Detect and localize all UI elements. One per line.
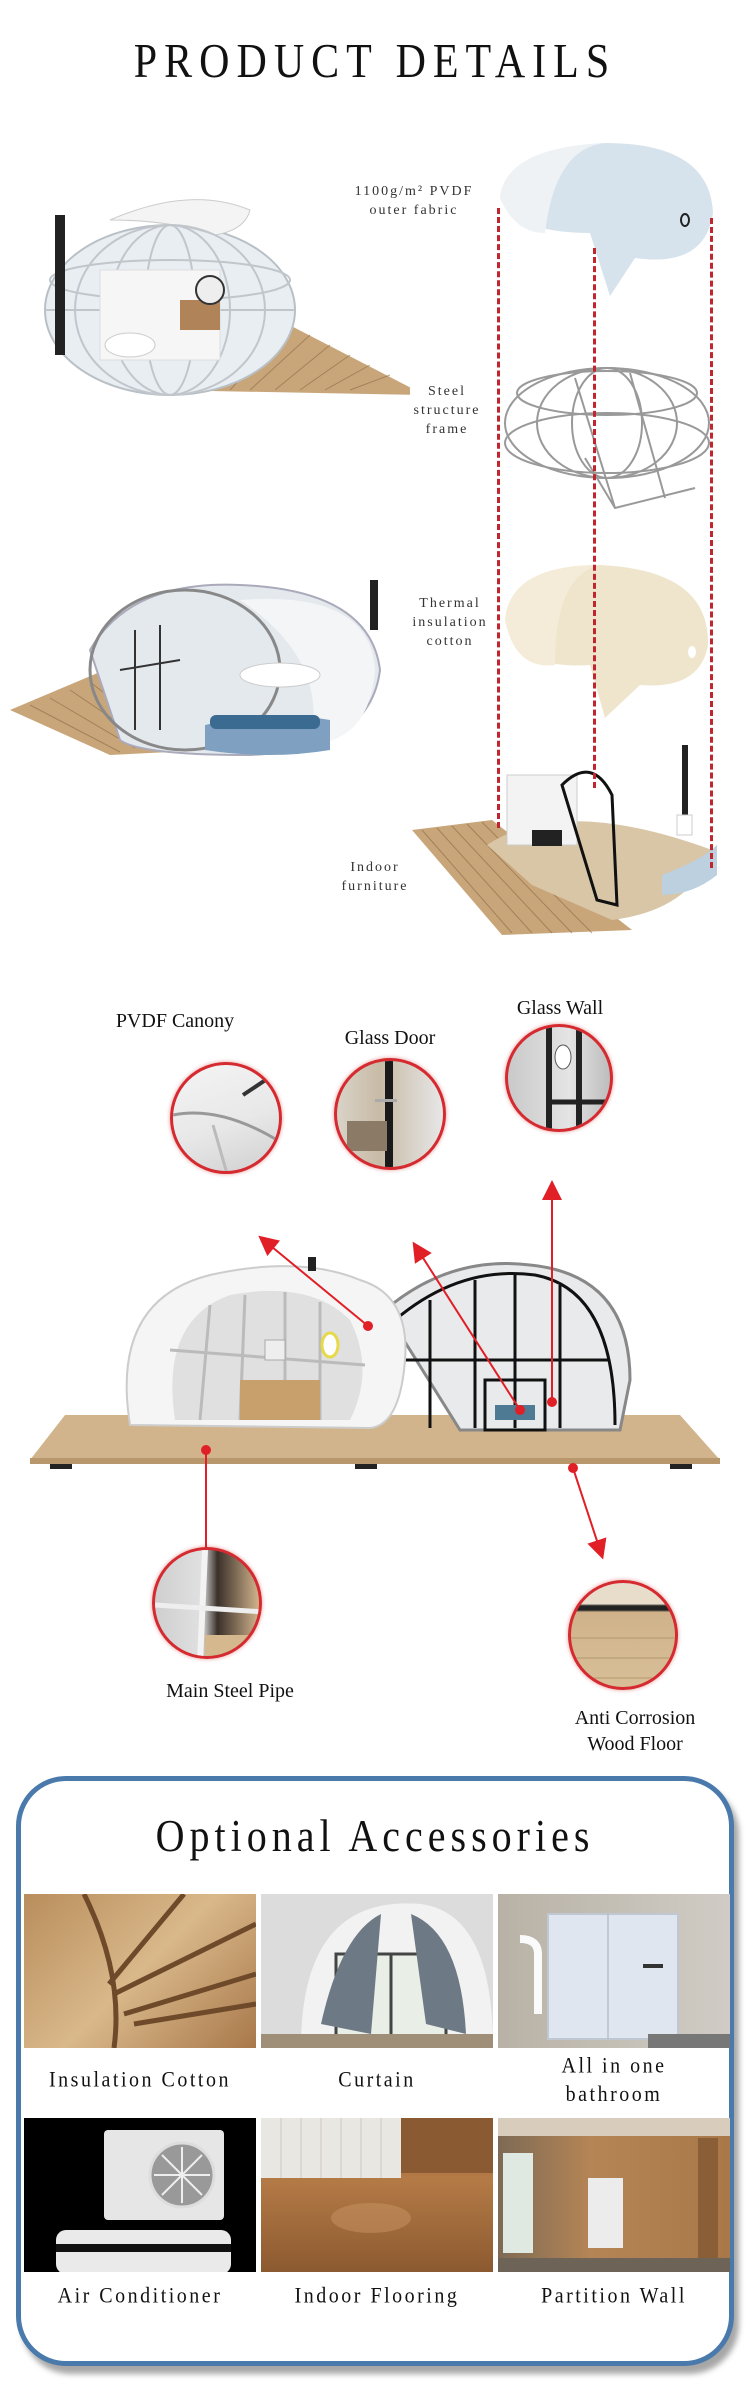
floor-detail-icon — [571, 1637, 675, 1679]
layer-label-insulation: Thermal insulation cotton — [412, 596, 488, 649]
callout-label-wood-floor: Anti Corrosion Wood Floor — [574, 1707, 696, 1755]
accessory-label-partition-wall: Partition Wall — [541, 2283, 687, 2309]
page-title: PRODUCT DETAILS — [133, 35, 617, 89]
furniture-base-illustration — [412, 735, 727, 935]
accessories-title: Optional Accessories — [155, 1809, 595, 1862]
furniture-base-icon — [412, 745, 717, 935]
callout-label-main-steel-pipe: Main Steel Pipe — [166, 1680, 294, 1702]
zoom-circle-wood-floor — [568, 1580, 678, 1690]
accessory-label-indoor-flooring: Indoor Flooring — [294, 2283, 460, 2309]
outer-fabric-shell-illustration — [495, 138, 720, 298]
accessory-image-curtain — [261, 1894, 493, 2048]
accessory-image-partition-wall — [498, 2118, 730, 2272]
air-conditioner-icon — [56, 2130, 231, 2272]
guide-line-right — [710, 218, 713, 868]
bathroom-icon — [519, 1913, 730, 2048]
layer-label-outer-fabric: 1100g/m² PVDF outer fabric — [354, 184, 474, 218]
accessory-image-indoor-flooring — [261, 2118, 493, 2272]
accessory-label-air-conditioner: Air Conditioner — [57, 2283, 223, 2309]
dome-livingroom-illustration — [10, 560, 390, 760]
dome-bathroom-illustration — [20, 190, 420, 410]
guide-line-left — [497, 208, 500, 828]
door-detail-icon — [347, 1061, 397, 1167]
dome-livingroom-icon — [10, 580, 382, 757]
layer-label-steel-frame: Steel structure frame — [413, 384, 481, 437]
callout-label-glass-door: Glass Door — [344, 1027, 436, 1049]
zoom-circle-pvdf-canopy — [170, 1062, 282, 1174]
accessory-image-air-conditioner — [24, 2118, 256, 2272]
zoom-circle-glass-wall — [505, 1024, 613, 1132]
partition-wall-icon — [498, 2118, 730, 2272]
accessory-label-bathroom: All in one bathroom — [561, 2053, 667, 2107]
insulation-shell-illustration — [500, 560, 710, 720]
steel-frame-icon — [504, 367, 710, 510]
steel-frame-illustration — [500, 348, 715, 513]
accessory-label-insulation-cotton: Insulation Cotton — [49, 2067, 231, 2093]
layer-label-furniture: Indoor furniture — [341, 860, 409, 894]
callout-label-pvdf-canopy: PVDF Canony — [115, 1010, 235, 1032]
zoom-circle-main-steel-pipe — [152, 1547, 262, 1659]
zoom-circle-glass-door — [334, 1058, 446, 1170]
insulation-shell-icon — [505, 565, 709, 718]
callout-arrows — [196, 1180, 607, 1572]
curtain-icon — [261, 1903, 493, 2048]
guide-line-middle — [593, 248, 596, 788]
accessory-label-curtain: Curtain — [338, 2067, 416, 2093]
outer-fabric-shell-icon — [500, 143, 713, 296]
callout-label-glass-wall: Glass Wall — [516, 997, 604, 1019]
insulation-cotton-icon — [81, 1894, 256, 2048]
dome-bathroom-icon — [44, 199, 420, 396]
accessory-image-insulation-cotton — [24, 1894, 256, 2048]
indoor-flooring-icon — [261, 2118, 493, 2233]
accessory-image-bathroom — [498, 1894, 730, 2048]
